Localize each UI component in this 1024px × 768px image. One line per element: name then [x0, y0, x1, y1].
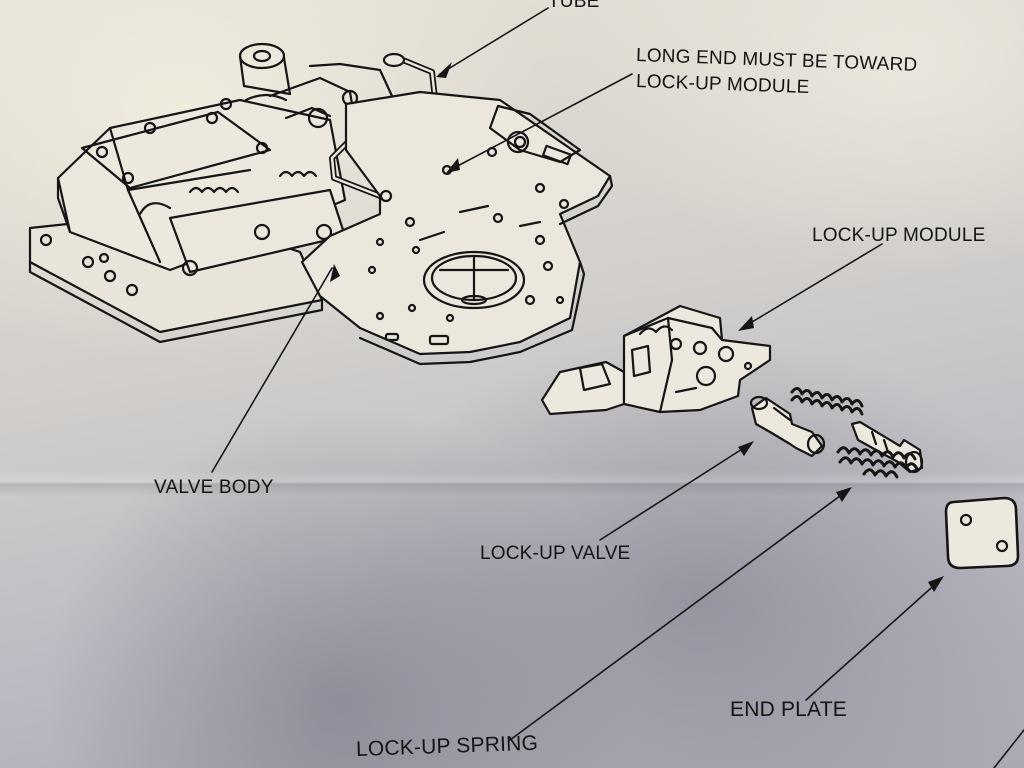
valve-body-drawing [28, 42, 614, 366]
tube-leader [439, 7, 549, 75]
label-lockup-valve: LOCK-UP VALVE [480, 543, 631, 564]
long-end-leader [449, 73, 633, 171]
lockup-spring-drawing [836, 446, 919, 479]
paper-fold-crease [0, 470, 1024, 496]
valve-body-leader [211, 267, 333, 473]
lockup-spring-leader [509, 489, 849, 741]
end-plate-drawing [944, 496, 1020, 570]
small-spring-drawing [790, 387, 864, 416]
leader-arrowheads [330, 62, 944, 592]
label-end-plate: END PLATE [730, 698, 847, 721]
label-valve-body: VALVE BODY [154, 477, 274, 498]
lockup-valve-drawing [749, 395, 826, 458]
label-tube: TUBE [548, 0, 600, 12]
offpage-leader [993, 729, 1024, 768]
lockup-valve-leader [599, 443, 751, 541]
leader-lines [211, 7, 1024, 768]
label-lockup-module: LOCK-UP MODULE [812, 225, 986, 246]
lockup-module-drawing [540, 304, 772, 416]
end-plate-leader [805, 579, 941, 701]
lockup-module-leader [741, 243, 883, 329]
